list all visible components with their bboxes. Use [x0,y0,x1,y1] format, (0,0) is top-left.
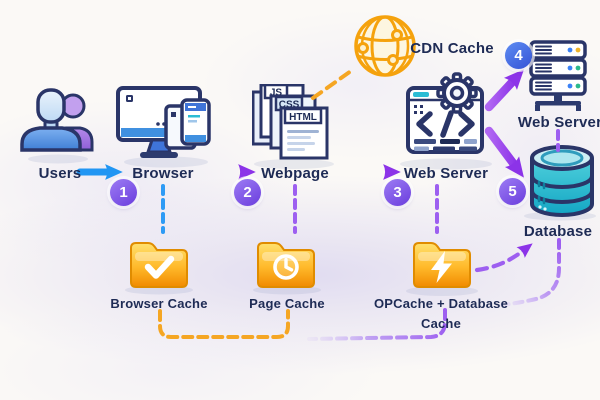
browser-cache-folder-icon [130,242,188,288]
browser-label: Browser [132,165,194,182]
opcache-label: OPCache + Database Cache [373,296,509,331]
doc-label-js: JS [270,88,283,99]
cdn-globe-icon [354,15,416,77]
clock-icon [273,254,299,280]
gear-icon [436,72,478,114]
code-brackets-icon [416,110,475,138]
webpage-documents-icon: JS CSS HTML [252,84,329,160]
page-cache-folder-icon [257,242,315,288]
text-bars [414,139,477,151]
web-server-window-icon [406,72,484,154]
front-person [20,88,82,152]
arrow-webserver-to-backend [484,69,525,112]
db-ticks [537,180,546,205]
server-stack-icon [529,40,587,111]
step-badge-1: 1 [110,179,137,206]
users-label: Users [38,165,82,182]
step-badge-2: 2 [234,179,261,206]
network-nodes [357,29,403,66]
dash-arrow-opcache-to-database [474,243,533,273]
arrow-webserver-to-database [484,126,524,178]
dash-browsercache-to-pagecache [158,309,290,339]
server-units [529,40,587,96]
step-badge-5: 5 [499,178,526,205]
dot-grid [414,105,423,114]
cdn-cache-label: CDN Cache [410,40,494,57]
phone-icon [180,98,211,146]
server-stand [535,94,581,111]
users-icon [20,88,94,152]
window-accent [413,92,429,97]
webpage-label: Webpage [261,165,329,182]
step-badge-3: 3 [384,179,411,206]
database-cylinder-icon [530,145,594,217]
step-badge-4: 4 [505,42,532,69]
lightning-bolt-icon [431,251,452,283]
check-icon [144,255,175,279]
background-blob [0,300,380,400]
webserver-label: Web Server [403,165,489,182]
opcache-folder-icon [413,242,471,288]
database-label: Database [523,223,593,240]
browser-devices-icon [116,86,211,158]
doc-label-html: HTML [289,112,317,123]
doc-label-css: CSS [279,100,300,111]
backend-webserver-label: Web Server [517,114,600,131]
doc-sheet-html: HTML [279,106,329,160]
page-cache-label: Page Cache [249,296,325,311]
browser-cache-label: Browser Cache [110,296,208,311]
